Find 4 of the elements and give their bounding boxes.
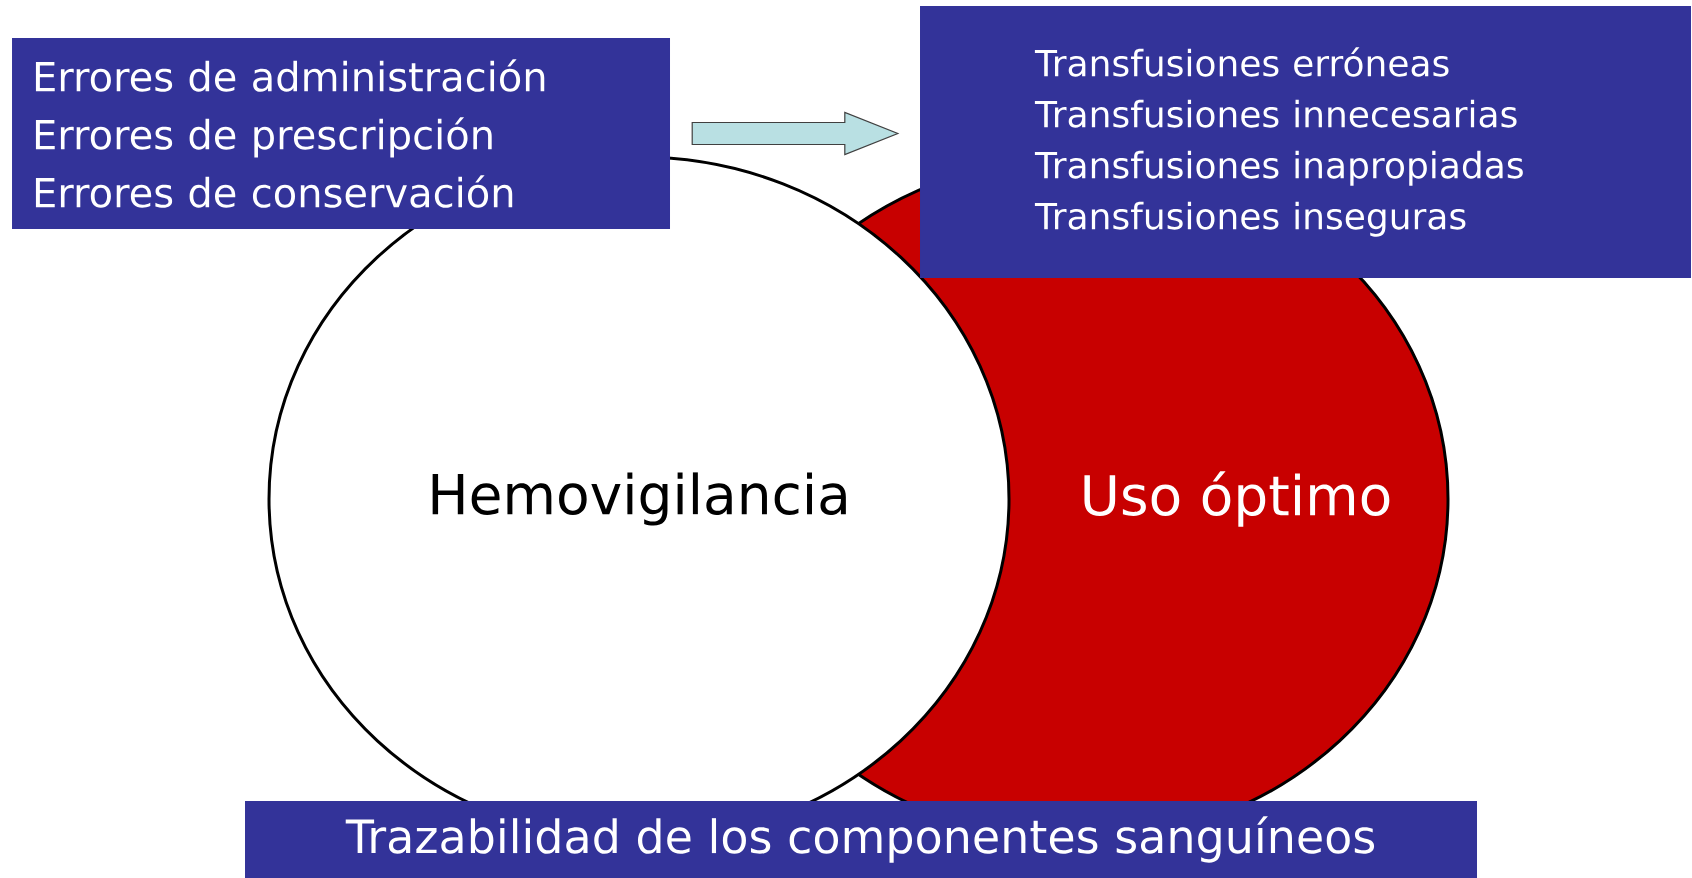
banner-box: Trazabilidad de los componentes sanguíneos <box>245 801 1477 878</box>
text-box: Transfusiones erróneas Transfusiones innecesarias Transfusiones inapropiadas Transfusiones inseguras <box>920 6 1691 278</box>
text-box: Errores de administración Errores de prescripción Errores de conservación <box>12 38 670 229</box>
block-arrow <box>691 111 900 156</box>
